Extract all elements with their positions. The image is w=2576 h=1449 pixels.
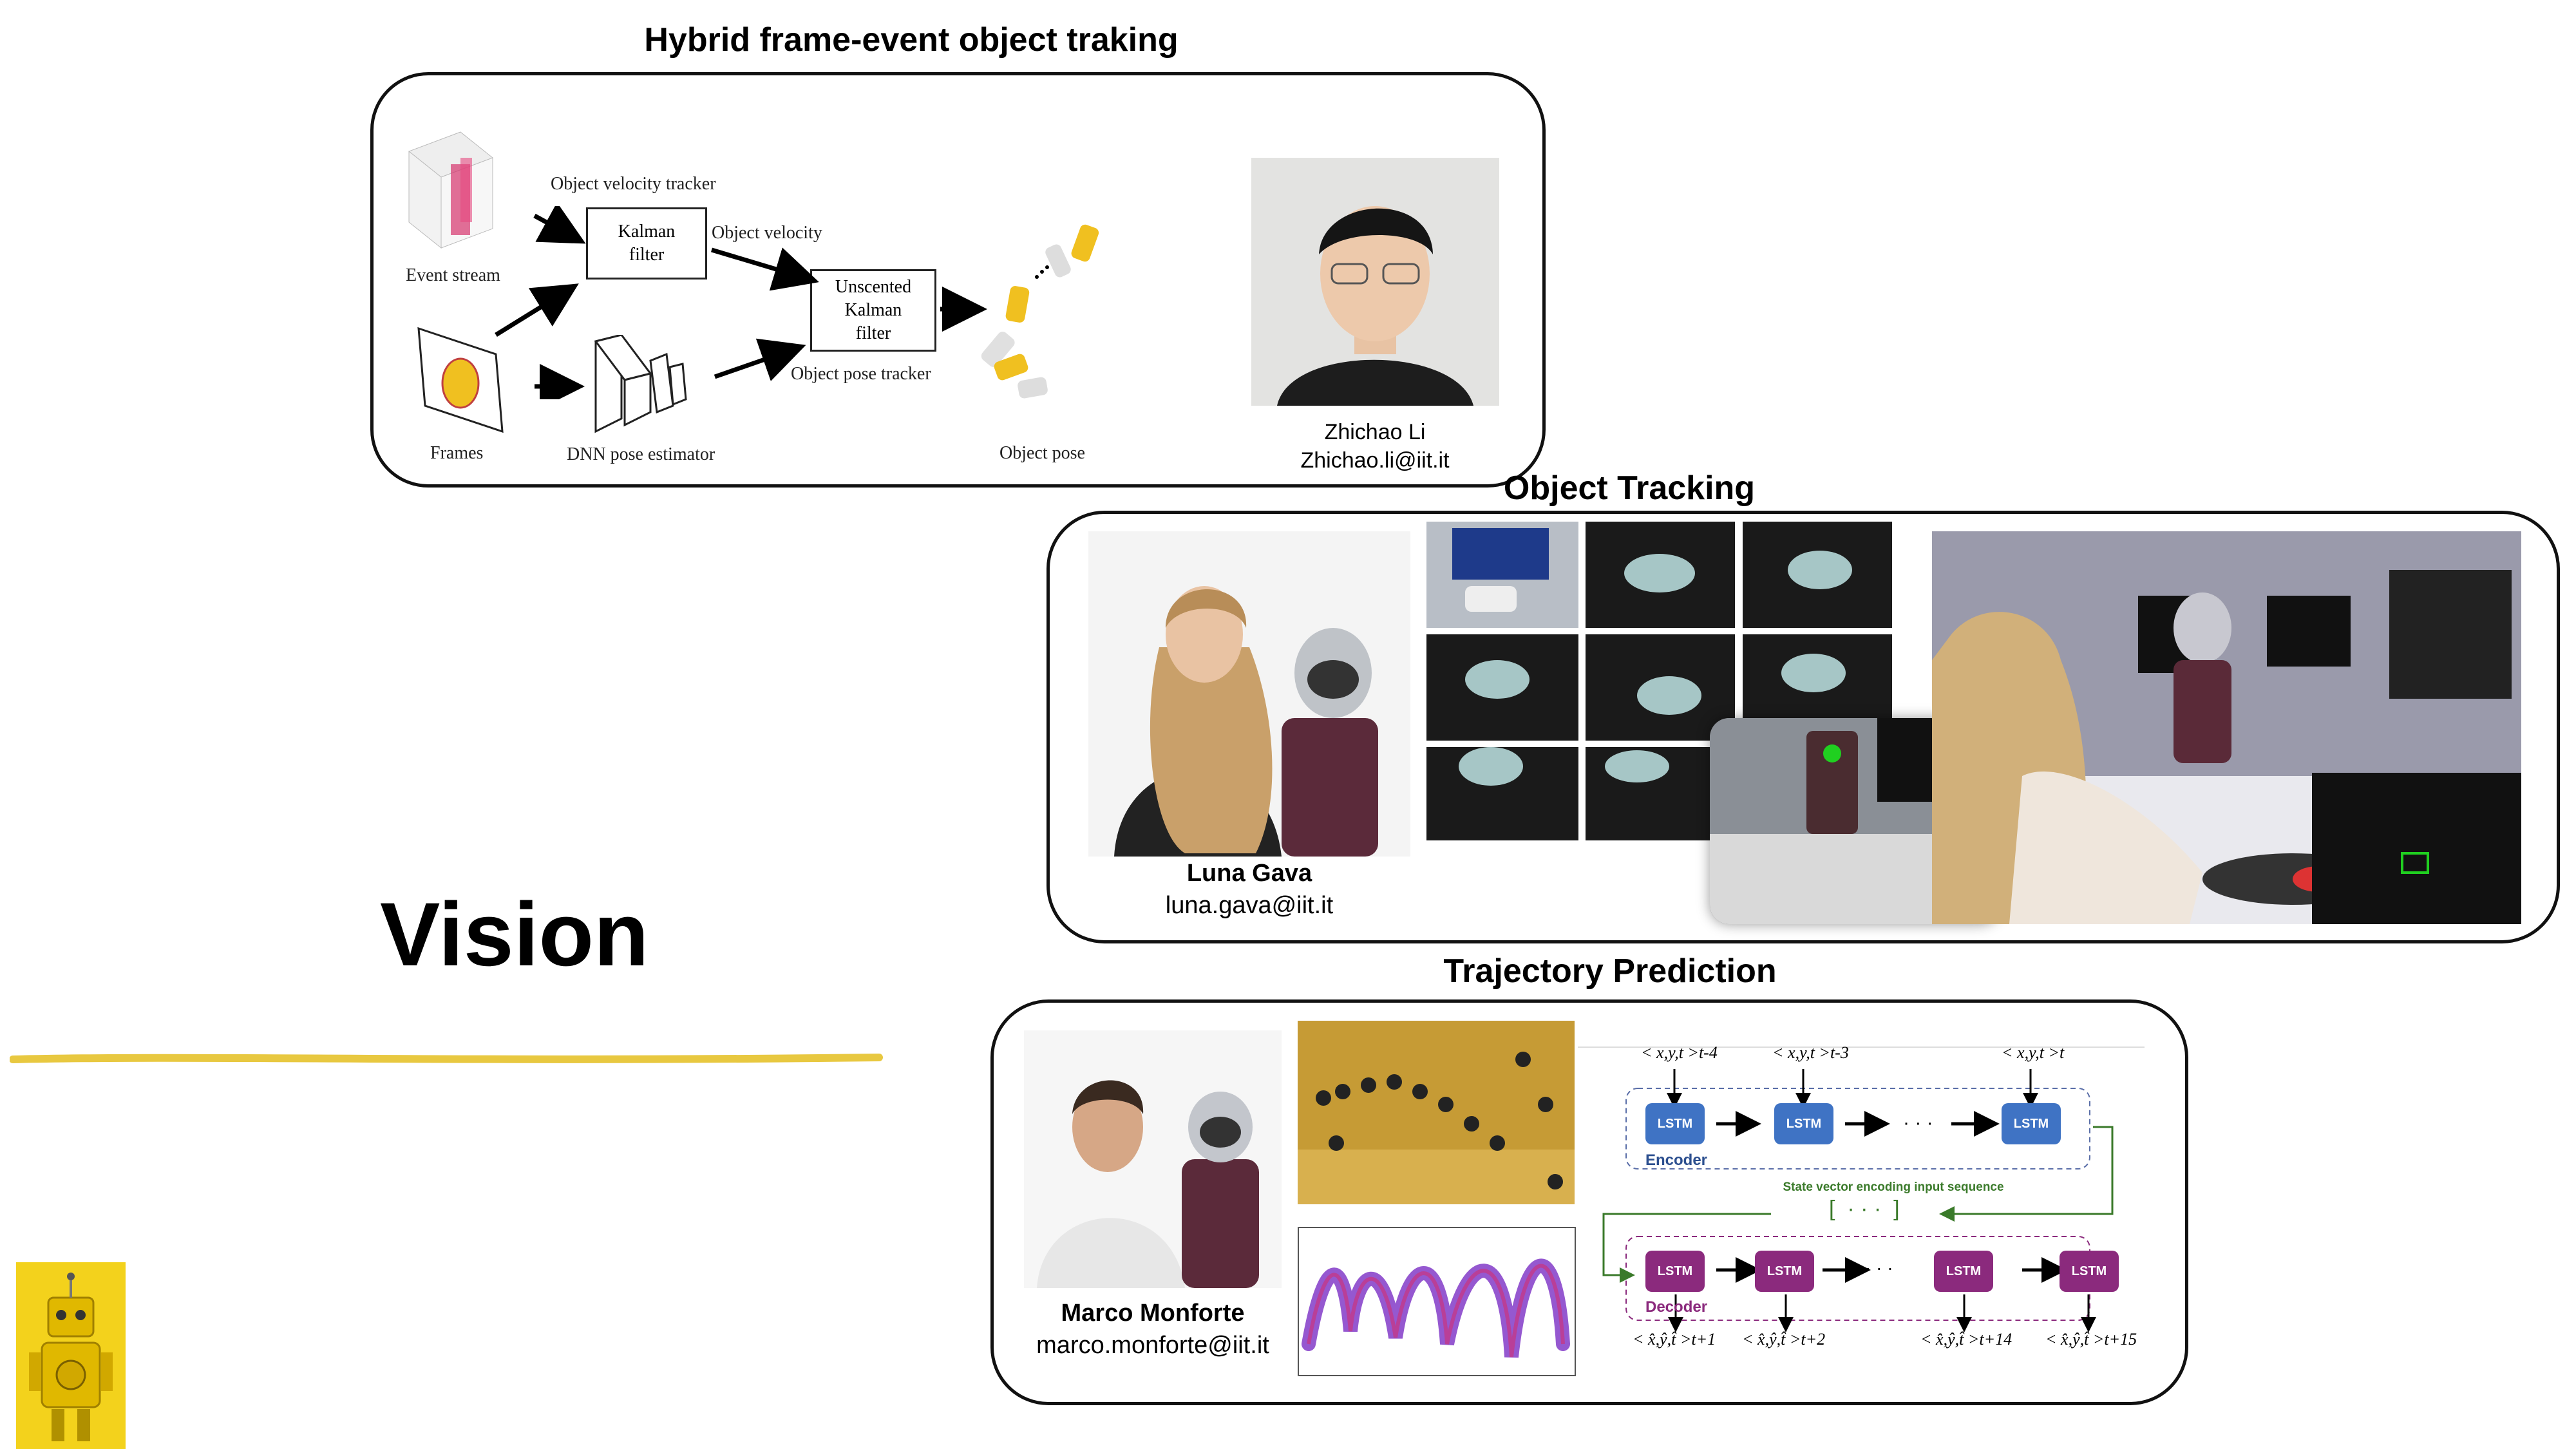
encoder-lstm-1: LSTM xyxy=(1645,1103,1705,1144)
encoder-label: Encoder xyxy=(1645,1151,1708,1169)
input-seq-1: < x,y,t >t-4 xyxy=(1641,1043,1718,1062)
icub-airhockey-photo xyxy=(1932,531,2521,924)
trajectory-plot xyxy=(1298,1227,1576,1376)
output-seq-4: < x̂,ŷ,t̂ >t+15 xyxy=(2045,1330,2137,1349)
marco-email: marco.monforte@iit.it xyxy=(1036,1332,1269,1359)
object-pose-image xyxy=(981,224,1099,399)
event-stream-label: Event stream xyxy=(406,265,500,285)
tracking-title: Object Tracking xyxy=(1503,469,1756,507)
dnn-stack xyxy=(594,335,687,433)
zhichao-email: Zhichao.li@iit.it xyxy=(1300,448,1450,473)
state-vector-label: State vector encoding input sequence xyxy=(1783,1180,2004,1194)
decoder-ellipsis: · · · xyxy=(1865,1258,1893,1278)
decoder-lstm-4: LSTM xyxy=(2060,1251,2119,1292)
frames-label: Frames xyxy=(430,443,484,463)
trajectory-title: Trajectory Prediction xyxy=(1443,952,1777,990)
object-velocity-label: Object velocity xyxy=(712,223,822,243)
dnn-label: DNN pose estimator xyxy=(567,444,715,464)
decoder-lstm-3: LSTM xyxy=(1934,1251,1993,1292)
hybrid-title: Hybrid frame-event object traking xyxy=(644,21,1179,59)
encoder-lstm-3: LSTM xyxy=(2002,1103,2061,1144)
frames-image xyxy=(417,327,504,433)
output-seq-2: < x̂,ŷ,t̂ >t+2 xyxy=(1742,1330,1826,1349)
pose-tracker-label: Object pose tracker xyxy=(791,364,931,384)
event-tile-1 xyxy=(1586,522,1735,628)
lstm-diagram-lines xyxy=(1578,1046,2145,1332)
encoder-ellipsis: · · · xyxy=(1903,1112,1933,1133)
encoder-lstm-2: LSTM xyxy=(1774,1103,1833,1144)
marco-photo xyxy=(1024,1030,1282,1288)
luna-photo xyxy=(1088,531,1410,857)
zhichao-photo xyxy=(1251,158,1499,406)
velocity-tracker-label: Object velocity tracker xyxy=(551,174,716,194)
state-vector-bracket: [ · · · ] xyxy=(1829,1197,1900,1221)
object-pose-label: Object pose xyxy=(999,443,1085,463)
decoder-label: Decoder xyxy=(1645,1298,1708,1316)
event-tile-4 xyxy=(1586,634,1735,741)
ball-trajectory-photo xyxy=(1298,1021,1575,1204)
output-seq-3: < x̂,ŷ,t̂ >t+14 xyxy=(1920,1330,2012,1349)
kalman-filter-box: Kalman filter xyxy=(586,207,707,279)
event-stream-cube xyxy=(408,131,493,249)
luna-email: luna.gava@iit.it xyxy=(1165,892,1334,919)
tracking-setup-photo xyxy=(1426,522,1578,628)
decoder-lstm-2: LSTM xyxy=(1755,1251,1814,1292)
event-tile-3 xyxy=(1426,634,1578,741)
luna-name: Luna Gava xyxy=(1186,860,1312,887)
section-title: Vision xyxy=(380,884,649,985)
output-seq-1: < x̂,ŷ,t̂ >t+1 xyxy=(1633,1330,1716,1349)
accent-underline xyxy=(10,1054,883,1063)
input-seq-3: < x,y,t >t xyxy=(2002,1043,2065,1062)
marco-name: Marco Monforte xyxy=(1061,1300,1245,1327)
event-tile-6 xyxy=(1426,747,1578,840)
input-seq-2: < x,y,t >t-3 xyxy=(1772,1043,1849,1062)
event-tile-2 xyxy=(1743,522,1892,628)
robot-logo-image xyxy=(16,1262,126,1449)
decoder-lstm-1: LSTM xyxy=(1645,1251,1705,1292)
hybrid-arrows xyxy=(495,206,987,399)
ukf-box: Unscented Kalman filter xyxy=(810,269,936,352)
zhichao-name: Zhichao Li xyxy=(1324,420,1426,444)
